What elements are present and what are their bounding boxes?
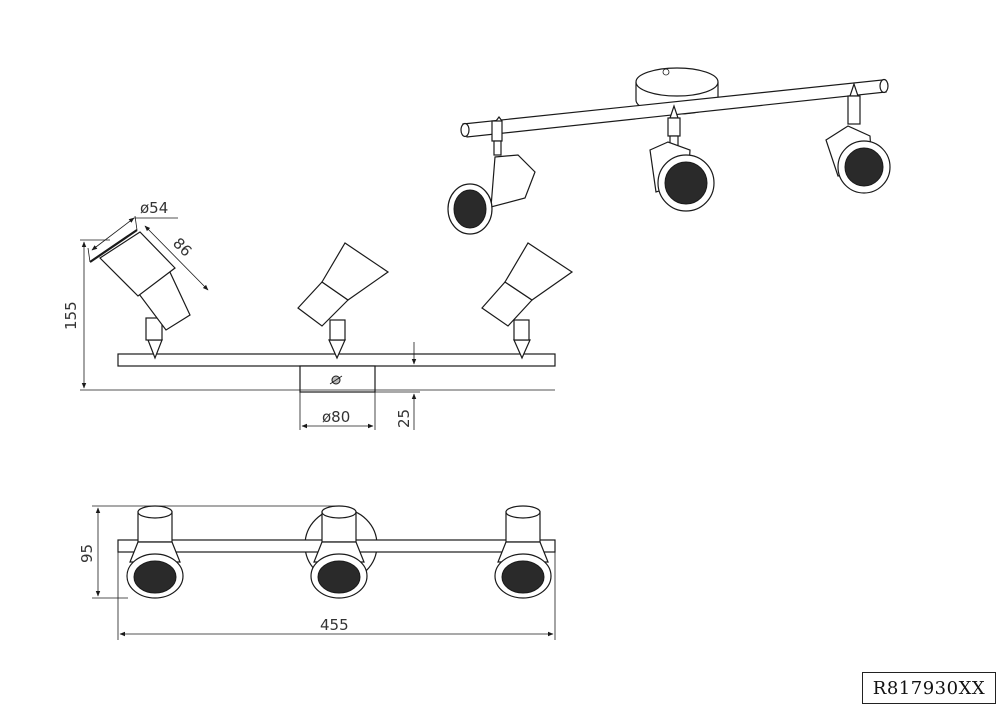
side-spot-2 xyxy=(297,242,390,360)
model-code-label: R817930XX xyxy=(862,672,996,704)
total-height-label: 155 xyxy=(62,301,80,330)
dim-base-height: 25 xyxy=(375,342,420,430)
base-diameter-label: ø80 xyxy=(322,408,350,426)
perspective-view xyxy=(447,67,891,235)
shade-length-label: 86 xyxy=(169,234,195,260)
perspective-spot-1 xyxy=(447,116,536,235)
dim-shade-diameter: ø54 xyxy=(87,199,178,263)
dim-length: 455 xyxy=(117,552,556,640)
dim-base-diameter: ø80 xyxy=(299,392,376,430)
base-height-label: 25 xyxy=(395,409,413,428)
shade-diameter-label: ø54 xyxy=(140,199,168,217)
side-spot-3 xyxy=(481,242,574,360)
front-spot-1 xyxy=(126,505,184,599)
front-spot-2 xyxy=(310,505,368,599)
front-view: 95 455 xyxy=(78,505,556,640)
front-spot-3 xyxy=(494,505,552,599)
length-label: 455 xyxy=(320,616,349,634)
perspective-spot-3 xyxy=(825,82,891,194)
dim-depth: 95 xyxy=(78,505,340,599)
dim-total-height: 155 xyxy=(62,239,555,391)
depth-label: 95 xyxy=(78,544,96,563)
side-view: ø54 86 155 ø80 25 xyxy=(62,199,574,430)
side-canopy xyxy=(299,365,376,393)
perspective-spot-2 xyxy=(649,104,715,212)
